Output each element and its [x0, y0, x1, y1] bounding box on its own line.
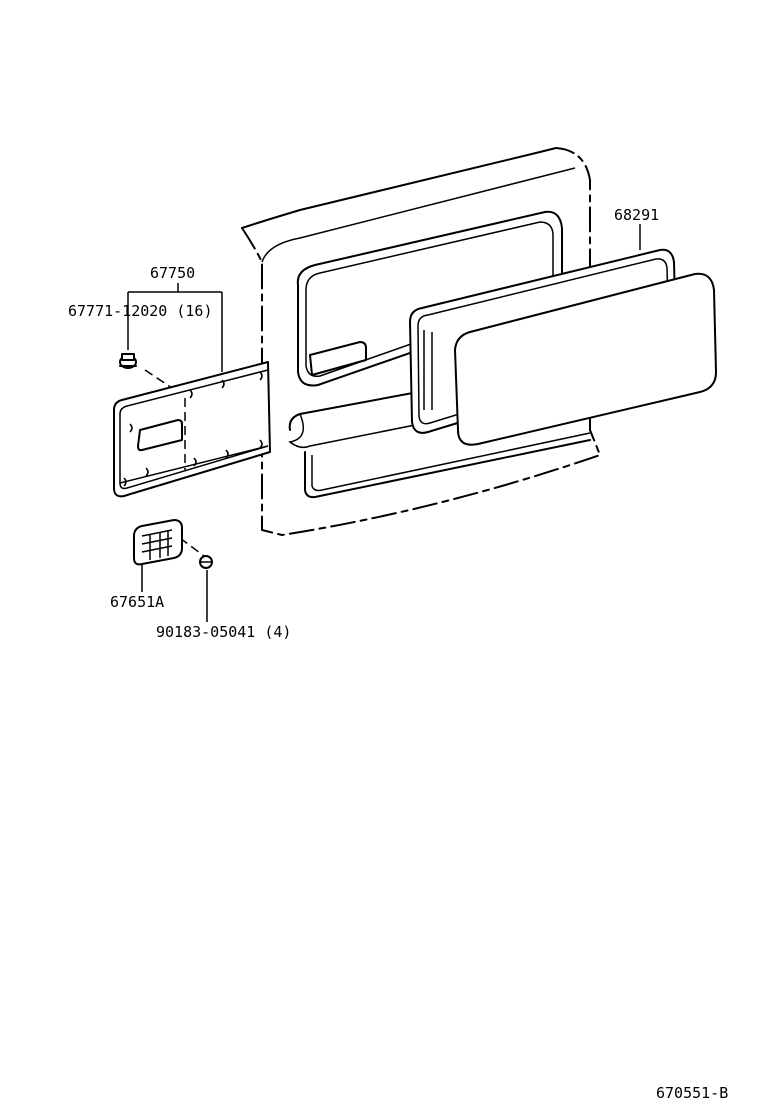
label-67771: 67771-12020 (16)	[68, 302, 213, 320]
label-68291: 68291	[614, 206, 659, 224]
leader-lines	[127, 224, 641, 622]
label-67750: 67750	[150, 264, 195, 282]
screw	[199, 555, 213, 569]
label-90183: 90183-05041 (4)	[156, 623, 291, 641]
door-handle	[133, 519, 183, 566]
label-67651a: 67651A	[110, 593, 164, 611]
clip-fastener	[119, 353, 137, 369]
clip-marks	[123, 371, 263, 487]
callout-labels: 68291 67750 67771-12020 (16) 67651A 9018…	[68, 206, 728, 1102]
diagram-id: 670551-B	[656, 1084, 728, 1102]
trim-panel	[113, 361, 271, 498]
window-glass	[454, 272, 717, 446]
